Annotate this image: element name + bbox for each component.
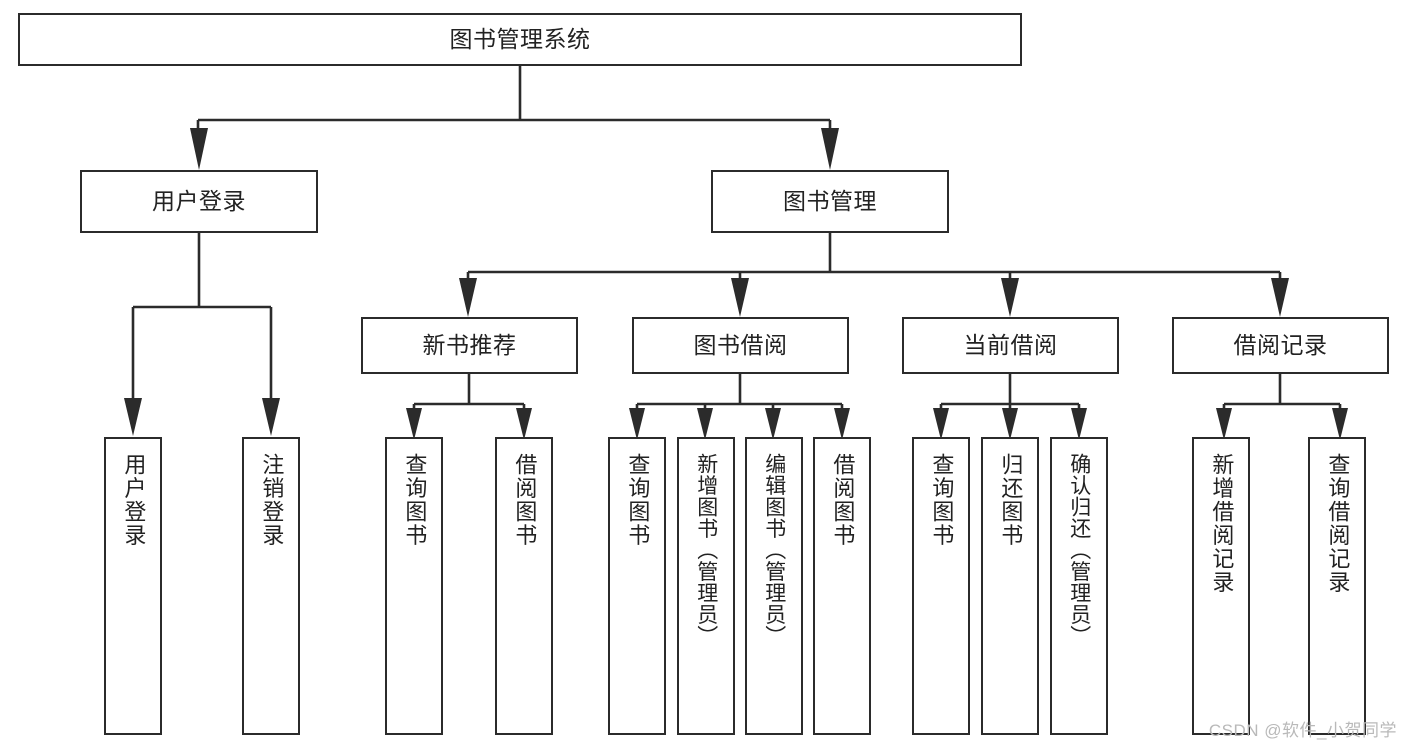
node-book-management[interactable]: 图书管理 xyxy=(711,170,949,233)
leaf-query-books-borrow[interactable]: 查询图书 xyxy=(608,437,666,735)
node-label: 归还图书 xyxy=(998,453,1024,547)
node-label: 借阅记录 xyxy=(1233,332,1328,359)
leaf-edit-book-admin[interactable]: 编辑图书（管理员） xyxy=(745,437,803,735)
node-label: 图书管理 xyxy=(783,188,877,215)
node-label: 新书推荐 xyxy=(422,332,517,359)
node-book-borrow[interactable]: 图书借阅 xyxy=(632,317,849,374)
leaf-query-borrow-record[interactable]: 查询借阅记录 xyxy=(1308,437,1366,735)
node-borrow-record[interactable]: 借阅记录 xyxy=(1172,317,1389,374)
csdn-watermark: CSDN @软件_小贺同学 xyxy=(1208,721,1397,740)
node-label: 图书管理系统 xyxy=(449,26,591,53)
node-label: 编辑图书（管理员） xyxy=(762,453,786,647)
leaf-return-books[interactable]: 归还图书 xyxy=(981,437,1039,735)
node-label: 用户登录 xyxy=(152,188,246,215)
node-label: 借阅图书 xyxy=(830,453,856,547)
node-label: 查询借阅记录 xyxy=(1325,453,1351,594)
node-label: 查询图书 xyxy=(402,453,428,547)
node-user-login[interactable]: 用户登录 xyxy=(80,170,318,233)
leaf-add-book-admin[interactable]: 新增图书（管理员） xyxy=(677,437,735,735)
leaf-add-borrow-record[interactable]: 新增借阅记录 xyxy=(1192,437,1250,735)
node-label: 新增图书（管理员） xyxy=(694,453,718,647)
node-label: 注销登录 xyxy=(259,453,285,547)
node-new-book-recommend[interactable]: 新书推荐 xyxy=(361,317,578,374)
node-root-book-management-system[interactable]: 图书管理系统 xyxy=(18,13,1022,66)
node-label: 查询图书 xyxy=(625,453,651,547)
leaf-borrow-books-recommend[interactable]: 借阅图书 xyxy=(495,437,553,735)
node-label: 确认归还（管理员） xyxy=(1067,453,1091,647)
leaf-logout[interactable]: 注销登录 xyxy=(242,437,300,735)
node-label: 当前借阅 xyxy=(963,332,1058,359)
leaf-query-books-recommend[interactable]: 查询图书 xyxy=(385,437,443,735)
leaf-confirm-return-admin[interactable]: 确认归还（管理员） xyxy=(1050,437,1108,735)
leaf-borrow-books[interactable]: 借阅图书 xyxy=(813,437,871,735)
leaf-user-login[interactable]: 用户登录 xyxy=(104,437,162,735)
leaf-query-books-current[interactable]: 查询图书 xyxy=(912,437,970,735)
node-label: 借阅图书 xyxy=(512,453,538,547)
node-label: 图书借阅 xyxy=(693,332,788,359)
node-label: 用户登录 xyxy=(121,453,147,547)
node-label: 新增借阅记录 xyxy=(1209,453,1235,594)
node-label: 查询图书 xyxy=(929,453,955,547)
node-current-borrow[interactable]: 当前借阅 xyxy=(902,317,1119,374)
